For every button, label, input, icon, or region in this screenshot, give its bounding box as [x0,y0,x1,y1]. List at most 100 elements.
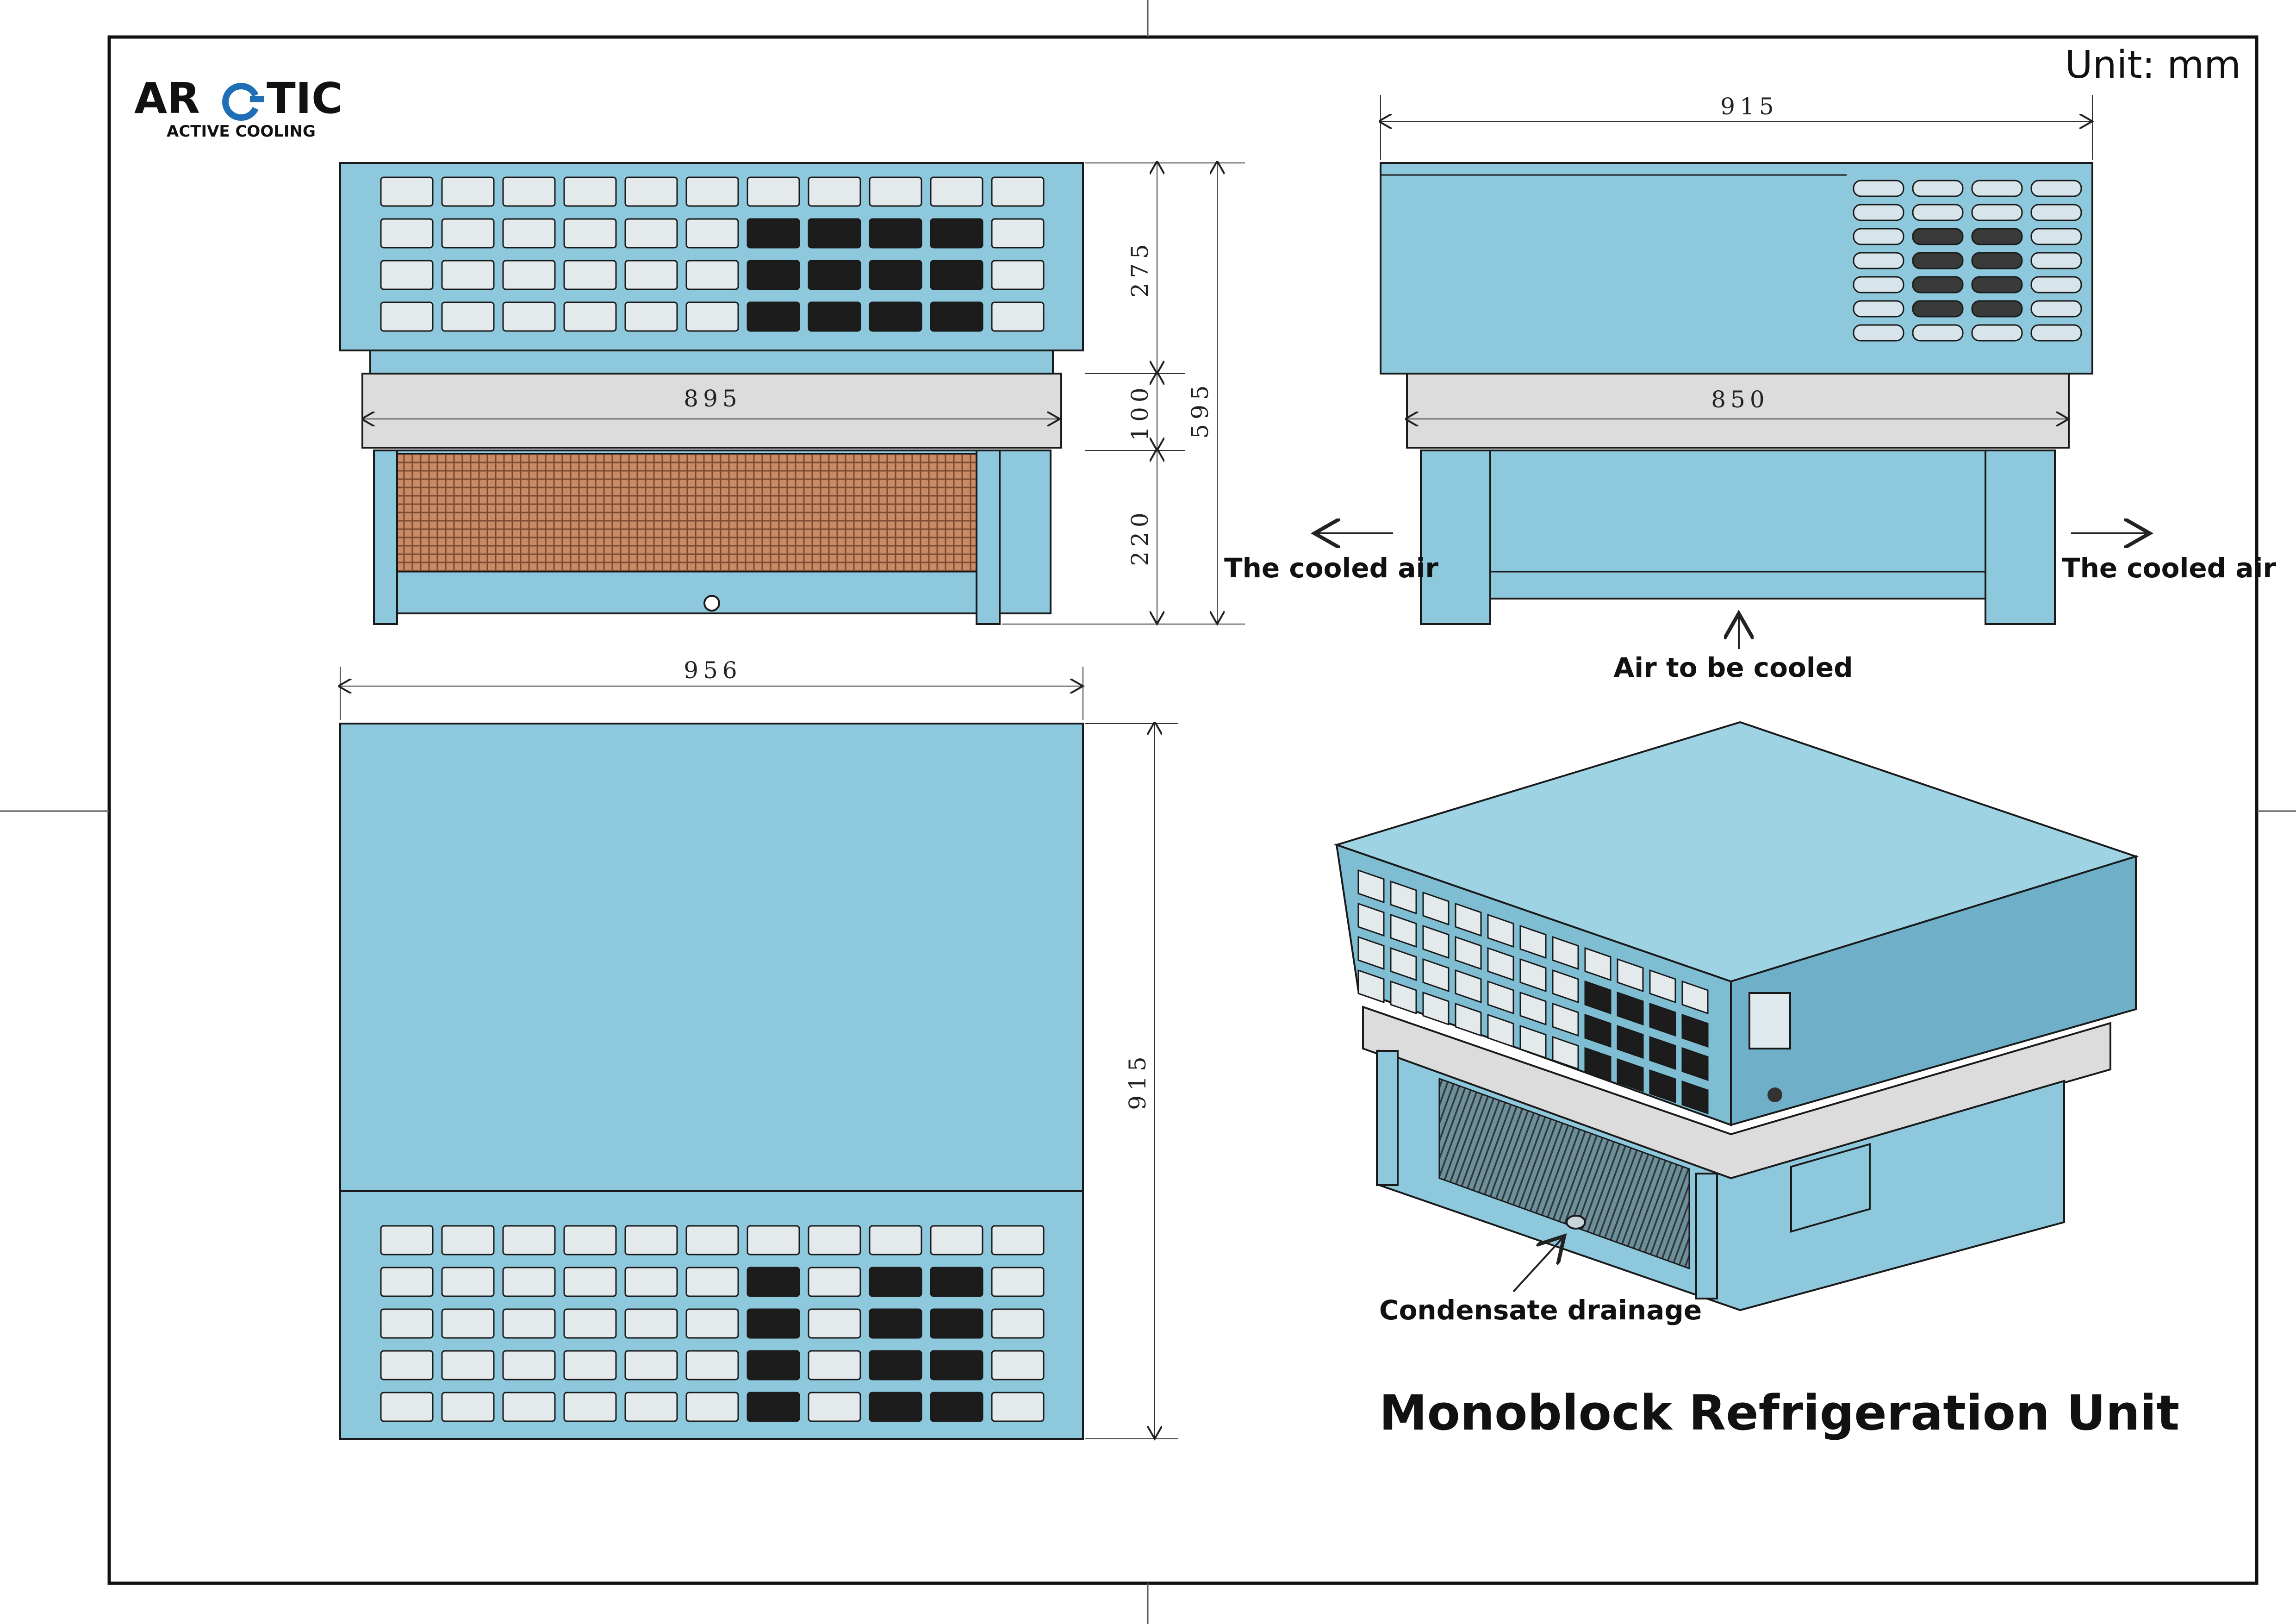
grille-cell [930,260,983,290]
drain-pointer-arrow-icon [1512,1236,1564,1293]
grille-cell [747,1350,800,1380]
grille-cell [624,1350,678,1380]
grille-cell [930,301,983,332]
grille-cell [563,176,617,207]
front-band [361,373,1062,449]
side-evaporator [1489,450,1986,600]
grille-cell [869,218,922,249]
dim-100: 100 [1126,383,1153,441]
grille-cell [502,176,556,207]
brand-logo: AR TIC ACTIVE COOLING [134,74,343,141]
side-leg-left [1420,450,1491,625]
airflow-label-bottom: Air to be cooled [1613,652,1853,683]
grille-cell [1390,880,1417,915]
grille-cell [502,301,556,332]
grille-cell [563,1267,617,1297]
grille-cell [808,1392,861,1422]
top-panel [339,723,1084,1192]
grille-cell [1584,947,1612,981]
vent-slot [1912,300,1964,318]
grille-cell [685,301,739,332]
iso-drain-pipe [1566,1215,1586,1230]
grille-cell [991,218,1045,249]
grille-cell [1519,924,1547,959]
grille-cell [747,218,800,249]
grille-cell [930,1392,983,1422]
grille-cell [808,218,861,249]
grille-cell [1455,902,1482,937]
grille-cell [380,1350,434,1380]
grille-cell [808,176,861,207]
grille-cell [441,260,495,290]
front-coil [395,453,980,573]
side-band [1406,373,2070,449]
grille-cell [380,260,434,290]
grille-cell [685,1308,739,1339]
grille-cell [869,1308,922,1339]
grille-cell [563,301,617,332]
grille-cell [441,301,495,332]
grille-cell [380,218,434,249]
grille-cell [1487,980,1514,1015]
grille-cell [1519,991,1547,1026]
grille-cell [869,1225,922,1255]
grille-cell [563,1392,617,1422]
iso-leg-left [1376,1050,1399,1186]
iso-band [1362,1006,2111,1180]
dim-956: 956 [684,657,741,684]
iso-controller-display [1748,992,1791,1049]
iso-access-panel [1790,1143,1871,1233]
grille-cell [1357,936,1385,970]
dim-275: 275 [1126,239,1153,297]
grille-cell [1390,913,1417,948]
grille-cell [808,1267,861,1297]
grille-cell [1617,991,1644,1026]
vent-slot [2030,180,2082,197]
grille-cell [563,1308,617,1339]
dim-595: 595 [1187,381,1213,438]
grille-cell [502,260,556,290]
grille-cell [991,1267,1045,1297]
vent-slot [1853,276,1904,294]
grille-cell [1649,969,1676,1004]
grille-cell [624,1267,678,1297]
front-view: 275 100 220 595 895 [339,163,1245,624]
dim-915-side: 915 [1720,93,1778,120]
vent-slot [1853,204,1904,221]
grille-cell [930,1267,983,1297]
grille-cell [747,301,800,332]
airflow-label-right: The cooled air [2062,552,2276,584]
drawing-title: Monoblock Refrigeration Unit [1379,1385,2179,1441]
grille-cell [441,1350,495,1380]
grille-cell [502,1350,556,1380]
grille-cell [1617,1024,1644,1059]
grille-cell [1422,958,1450,993]
grille-cell [441,1392,495,1422]
iso-right-face [1730,855,2137,1126]
grille-cell [1357,969,1385,1004]
vent-slot [1912,324,1964,342]
grille-cell [502,218,556,249]
grille-cell [502,1267,556,1297]
grille-cell [1584,980,1612,1015]
brand-logo-ring-icon [222,83,264,121]
vent-slot [1971,252,2023,269]
grille-cell [380,1267,434,1297]
grille-cell [991,1350,1045,1380]
grille-cell [624,218,678,249]
grille-cell [808,1225,861,1255]
sheet-border [107,35,2259,1585]
grille-cell [747,176,800,207]
grille-cell [869,1392,922,1422]
grille-cell [991,1225,1045,1255]
iso-grille [1357,869,1709,1115]
grille-cell [1422,991,1450,1026]
grille-cell [869,260,922,290]
grille-cell [869,1350,922,1380]
grille-cell [685,1350,739,1380]
top-view: 956 915 [340,657,1178,1439]
front-drain-port [703,595,720,612]
side-leg-right [1985,450,2056,625]
dim-895: 895 [684,385,741,412]
grille-cell [1422,924,1450,959]
